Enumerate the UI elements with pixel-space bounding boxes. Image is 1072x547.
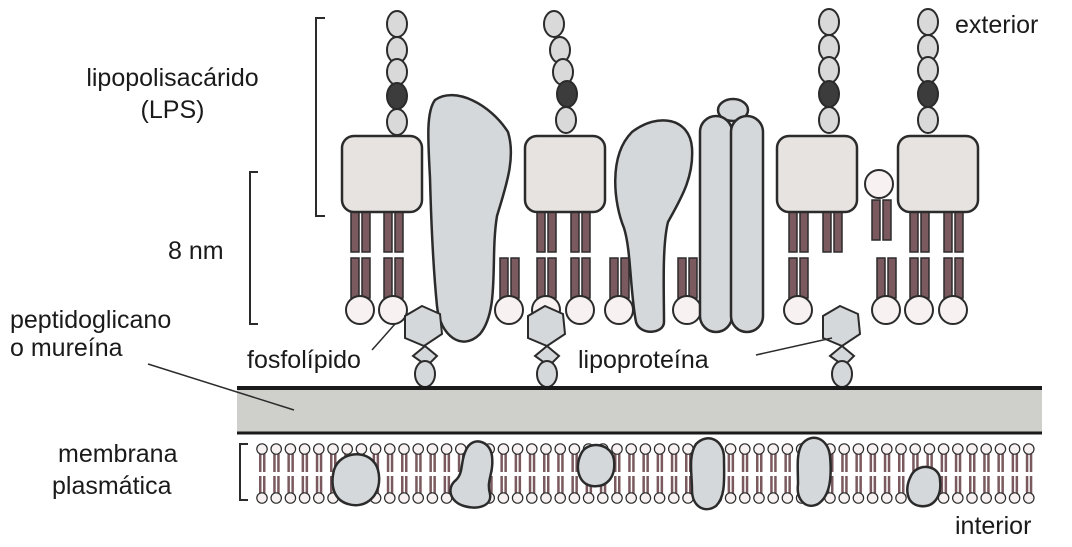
bilayer-lipid bbox=[257, 444, 267, 503]
bilayer-lipid bbox=[953, 444, 963, 503]
bilayer-lipid bbox=[782, 444, 792, 503]
bilayer-lipid bbox=[512, 444, 522, 503]
bilayer-lipid bbox=[314, 444, 324, 503]
membrane-protein-4 bbox=[691, 438, 724, 509]
bilayer-lipid bbox=[768, 444, 778, 503]
bilayer-lipid bbox=[385, 444, 395, 503]
phospholipid-head-upper bbox=[865, 170, 893, 198]
bilayer-lipid bbox=[1009, 444, 1019, 503]
label-lipoprotein: lipoproteína bbox=[578, 346, 709, 374]
bilayer-lipid bbox=[740, 444, 750, 503]
lps-bracket bbox=[316, 18, 325, 216]
bilayer-lipid bbox=[754, 444, 764, 503]
bilayer-lipid bbox=[839, 444, 849, 503]
bilayer-lipid bbox=[654, 444, 664, 503]
phospholipid-leader bbox=[372, 324, 395, 350]
bilayer-lipid bbox=[527, 444, 537, 503]
bilayer-lipid bbox=[413, 444, 423, 503]
bilayer-lipid bbox=[896, 444, 906, 503]
bilayer-lipid bbox=[725, 444, 735, 503]
lipoprotein-3 bbox=[823, 306, 860, 387]
membrane-protein-5 bbox=[798, 438, 831, 506]
membrane-protein-6 bbox=[907, 467, 940, 506]
bilayer-lipid bbox=[669, 444, 679, 503]
bilayer-lipid bbox=[427, 444, 437, 503]
bilayer-lipid bbox=[981, 444, 991, 503]
bilayer-lipid bbox=[555, 444, 565, 503]
bilayer-lipid bbox=[882, 444, 892, 503]
label-lps-line1: lipopolisacárido bbox=[50, 64, 295, 92]
bilayer-lipid bbox=[967, 444, 977, 503]
membrane-protein-3 bbox=[578, 445, 614, 486]
lipoprotein-1 bbox=[405, 306, 442, 387]
bilayer-lipid bbox=[541, 444, 551, 503]
peptidoglycan-layer bbox=[237, 388, 1042, 433]
label-thickness: 8 nm bbox=[168, 237, 224, 265]
bilayer-lipid bbox=[498, 444, 508, 503]
porin-channel bbox=[700, 99, 763, 332]
label-membrane-line2: plasmática bbox=[52, 472, 172, 500]
label-lps-line2: (LPS) bbox=[50, 96, 295, 124]
label-exterior: exterior bbox=[955, 11, 1038, 39]
label-peptidoglycan-line2: o mureína bbox=[10, 334, 123, 362]
bilayer-lipid bbox=[285, 444, 295, 503]
bilayer-lipid bbox=[299, 444, 309, 503]
lps-sugar-chain-4 bbox=[918, 9, 938, 133]
membrane-protein-1 bbox=[333, 454, 380, 505]
bilayer-lipid bbox=[867, 444, 877, 503]
label-phospholipid: fosfolípido bbox=[247, 346, 361, 374]
lps-sugar-chain-2 bbox=[544, 11, 577, 133]
label-peptidoglycan-line1: peptidoglicano bbox=[10, 306, 171, 334]
bilayer-lipid bbox=[1024, 444, 1034, 503]
label-membrane-line1: membrana bbox=[58, 440, 178, 468]
bilayer-lipid bbox=[853, 444, 863, 503]
lipoprotein-2 bbox=[528, 306, 565, 387]
bilayer-lipid bbox=[271, 444, 281, 503]
lps-sugar-chain-1 bbox=[387, 11, 407, 135]
bilayer-lipid bbox=[626, 444, 636, 503]
thickness-bracket bbox=[250, 172, 258, 324]
lps-sugar-chain-3 bbox=[819, 9, 839, 133]
bilayer-lipid bbox=[399, 444, 409, 503]
label-interior: interior bbox=[955, 512, 1031, 540]
bilayer-lipid bbox=[995, 444, 1005, 503]
lipoprotein-leader bbox=[756, 338, 832, 355]
plasma-membrane-bracket bbox=[240, 444, 248, 500]
bilayer-lipid bbox=[640, 444, 650, 503]
